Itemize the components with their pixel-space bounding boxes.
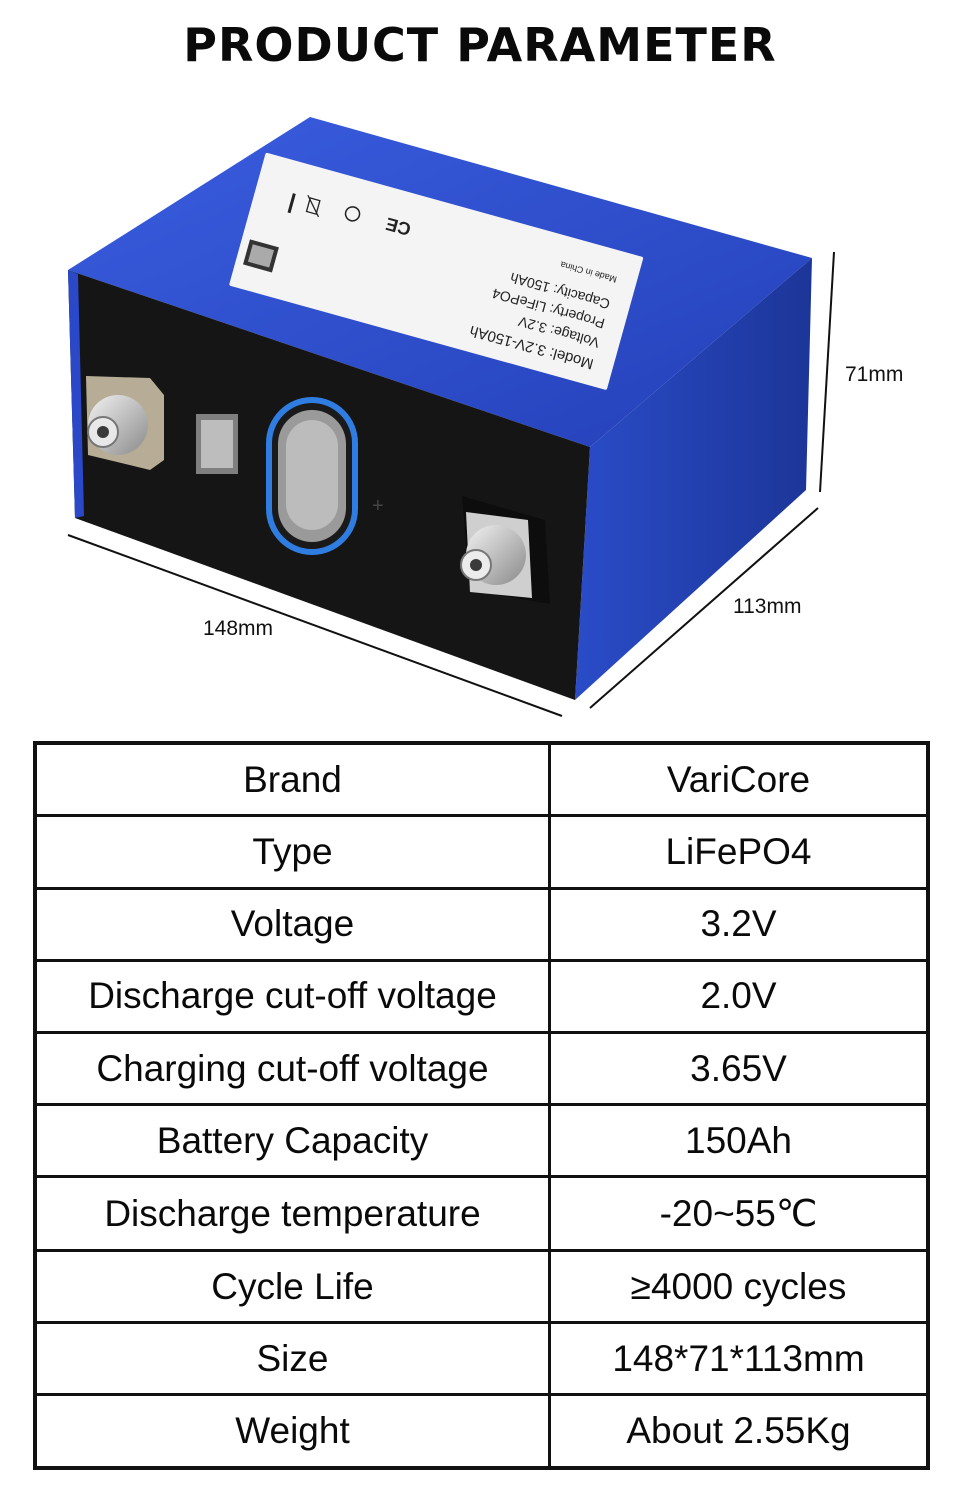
- spec-key: Battery Capacity: [33, 1103, 551, 1179]
- spec-key: Discharge cut-off voltage: [33, 958, 551, 1034]
- spec-value: LiFePO4: [548, 814, 930, 890]
- spec-value: ≥4000 cycles: [548, 1249, 930, 1325]
- table-row: Voltage 3.2V: [33, 886, 930, 962]
- spec-key: Charging cut-off voltage: [33, 1030, 551, 1107]
- table-row: Brand VariCore: [33, 741, 930, 818]
- table-row: Type LiFePO4: [33, 814, 930, 890]
- spec-value: 148*71*113mm: [548, 1321, 930, 1397]
- spec-table: Brand VariCore Type LiFePO4 Voltage 3.2V…: [33, 741, 930, 1470]
- spec-value: About 2.55Kg: [548, 1393, 930, 1470]
- spec-value: -20~55℃: [548, 1175, 930, 1253]
- spec-value: 3.65V: [548, 1030, 930, 1107]
- battery-figure: Model: 3.2V-150Ah Voltage: 3.2V Property…: [0, 100, 960, 730]
- positive-terminal: [460, 496, 550, 604]
- table-row: Charging cut-off voltage 3.65V: [33, 1030, 930, 1107]
- spec-value: 3.2V: [548, 886, 930, 962]
- page-title: PRODUCT PARAMETER: [183, 18, 777, 72]
- table-row: Cycle Life ≥4000 cycles: [33, 1249, 930, 1325]
- product-label: Model: 3.2V-150Ah Voltage: 3.2V Property…: [229, 152, 644, 390]
- table-row: Discharge cut-off voltage 2.0V: [33, 958, 930, 1034]
- negative-terminal: [86, 376, 164, 470]
- bin-icon: [305, 197, 321, 215]
- length-dimension-line: [67, 534, 563, 717]
- spec-key: Cycle Life: [33, 1249, 551, 1325]
- recycle-icon: [344, 206, 361, 222]
- table-row: Weight About 2.55Kg: [33, 1393, 930, 1470]
- height-dimension-label: 71mm: [845, 363, 904, 386]
- table-row: Battery Capacity 150Ah: [33, 1103, 930, 1179]
- spec-value: 2.0V: [548, 958, 930, 1034]
- width-dimension-line: [589, 507, 819, 709]
- spec-value: 150Ah: [548, 1103, 930, 1179]
- table-row: Discharge temperature -20~55℃: [33, 1175, 930, 1253]
- table-row: Size 148*71*113mm: [33, 1321, 930, 1397]
- spec-value: VariCore: [548, 741, 930, 818]
- spec-key: Voltage: [33, 886, 551, 962]
- spec-key: Weight: [33, 1393, 551, 1470]
- length-dimension-label: 148mm: [203, 617, 274, 640]
- spec-key: Type: [33, 814, 551, 890]
- width-dimension-label: 113mm: [733, 595, 802, 618]
- casing-side-face: [575, 258, 812, 700]
- height-dimension-line: [819, 251, 835, 493]
- spec-key: Brand: [33, 741, 551, 818]
- battery-cell-illustration: Model: 3.2V-150Ah Voltage: 3.2V Property…: [67, 117, 835, 717]
- safety-vent: [266, 397, 358, 555]
- plus-mark: +: [372, 495, 384, 517]
- spec-key: Discharge temperature: [33, 1175, 551, 1253]
- spec-key: Size: [33, 1321, 551, 1397]
